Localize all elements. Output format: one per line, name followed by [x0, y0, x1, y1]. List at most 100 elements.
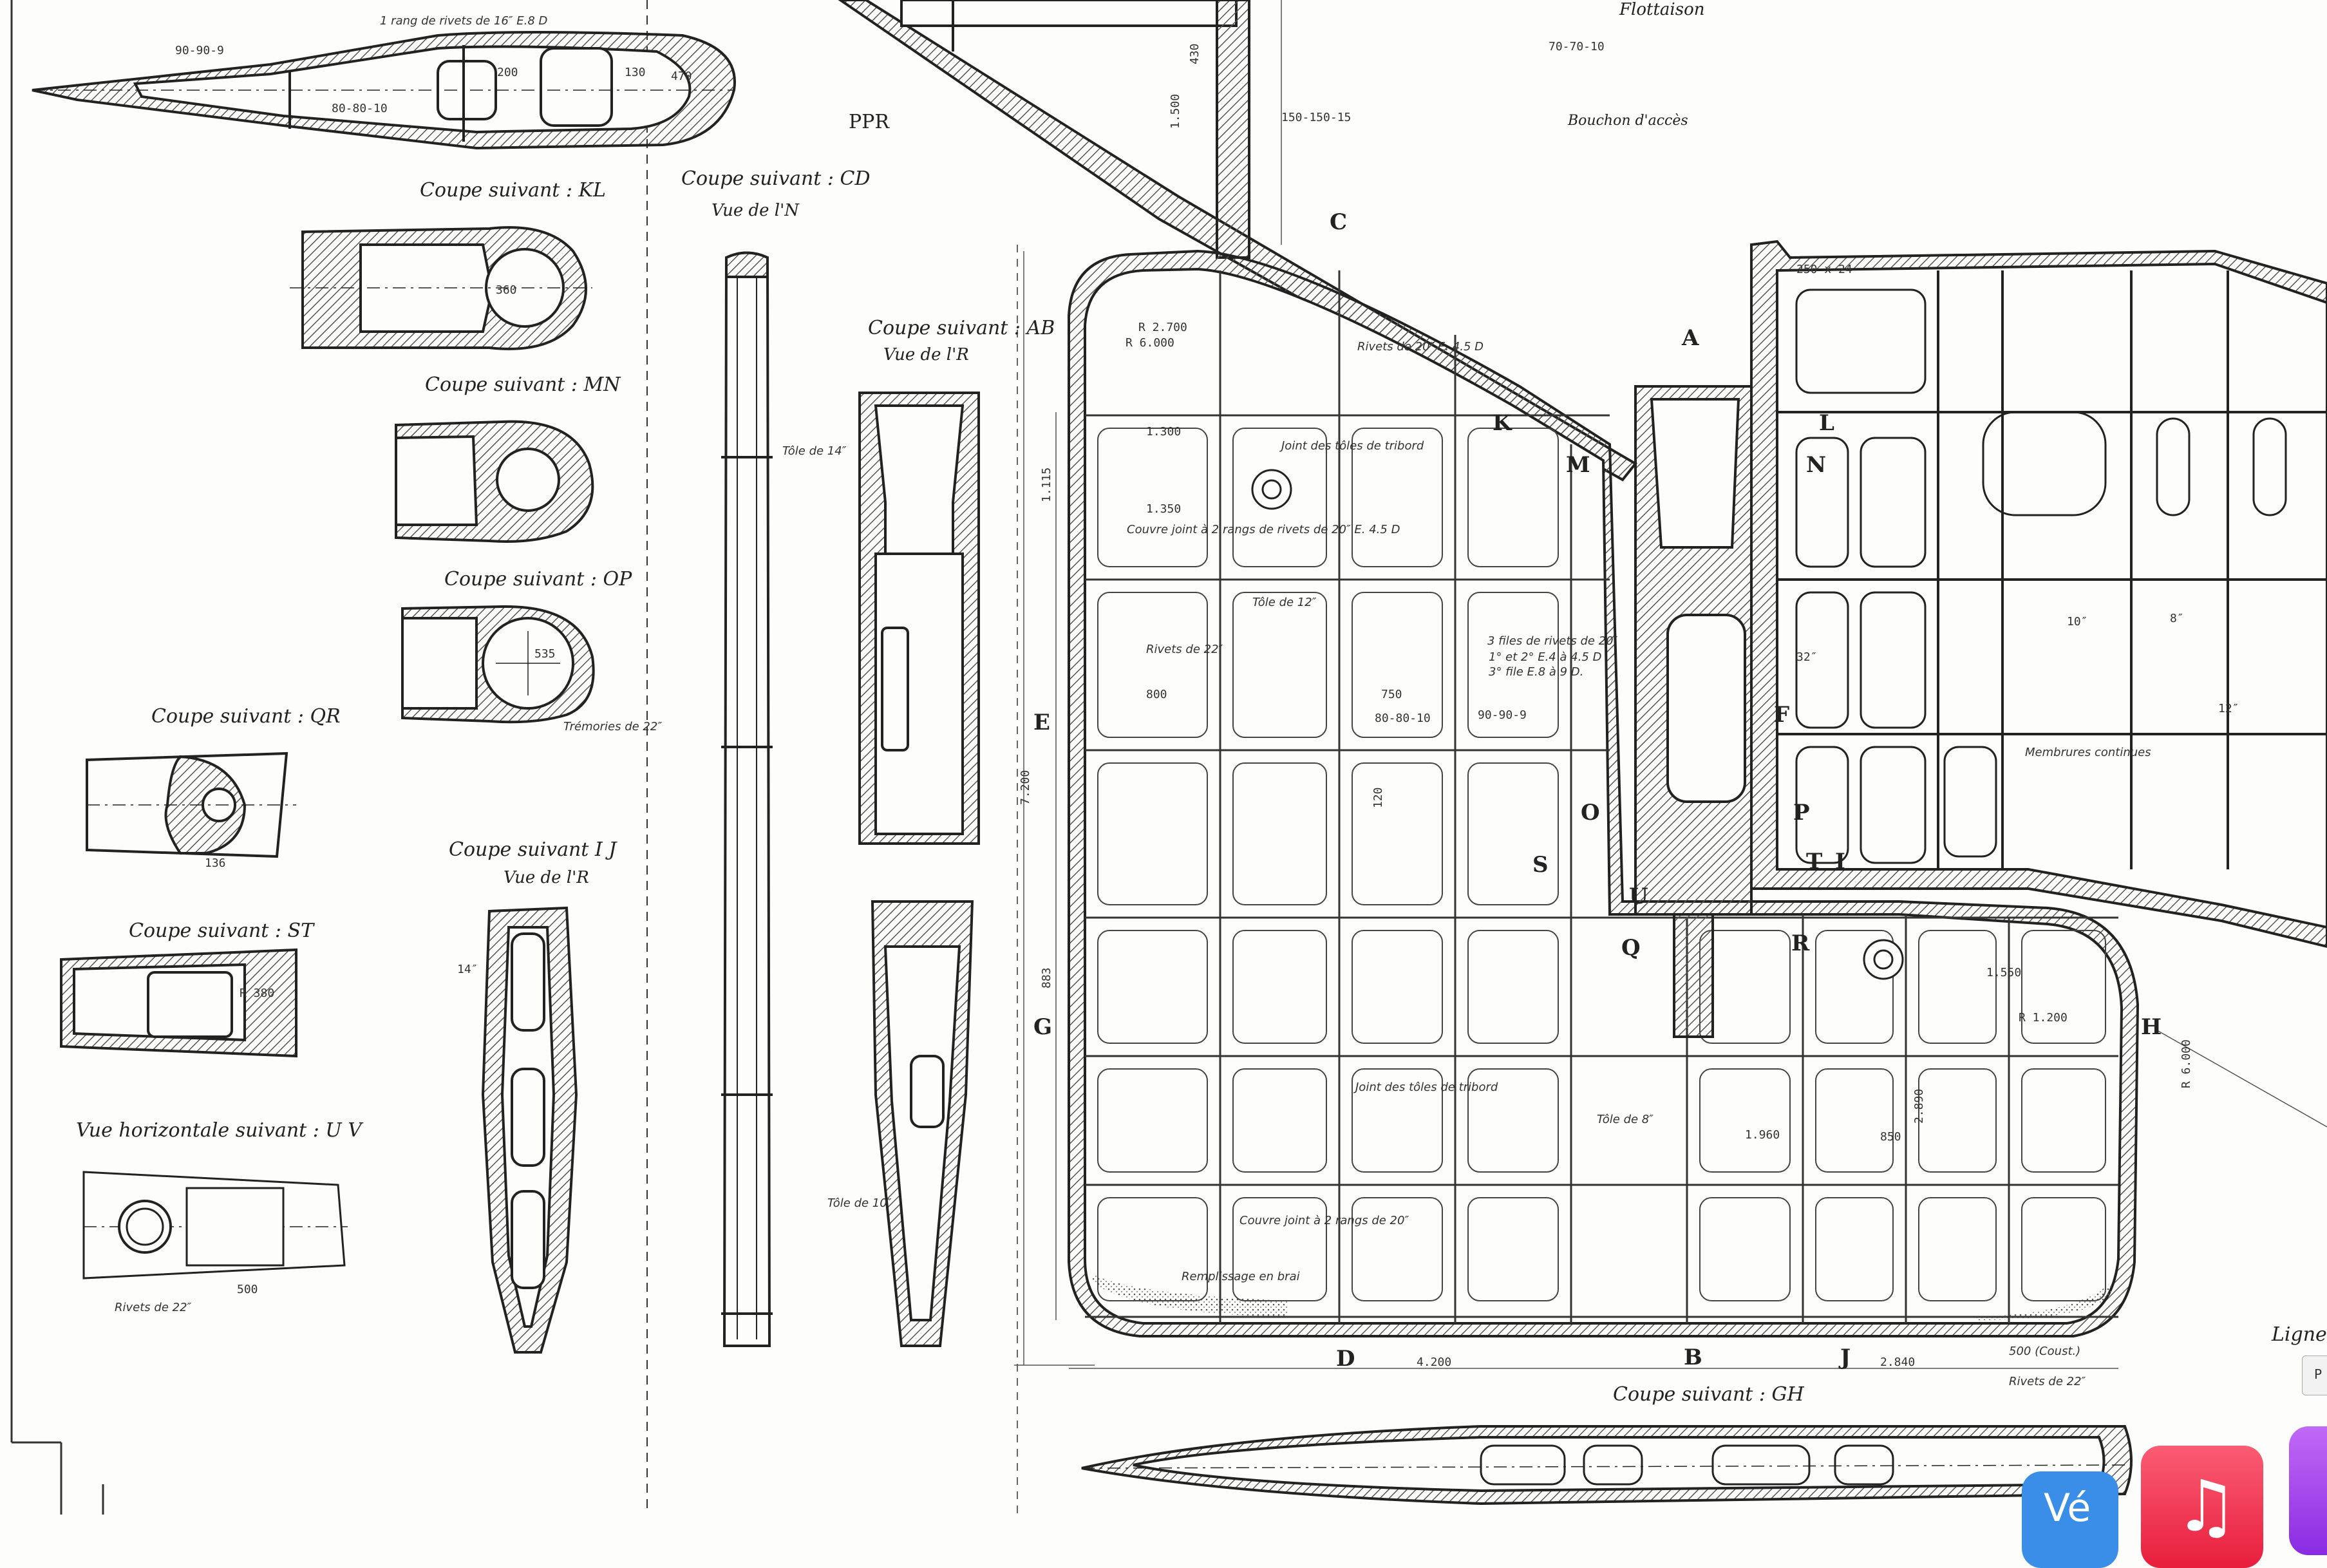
dim-130: 130	[625, 66, 646, 79]
section-kl	[290, 226, 592, 350]
title-mn: Coupe suivant : MN	[425, 373, 621, 396]
dim-12: 12″	[2218, 702, 2239, 715]
dim-4200: 4.200	[1417, 1355, 1452, 1369]
letter-q: Q	[1621, 935, 1641, 961]
label-flottaison: Flottaison	[1619, 0, 1705, 19]
title-ij: Coupe suivant I J	[449, 838, 617, 861]
dim-14-left: 14″	[457, 963, 478, 976]
note-rivets-top: 1 rang de rivets de 16″ E.8 D	[380, 14, 548, 28]
letter-b: B	[1684, 1345, 1702, 1370]
note-couvre-joint-1: Couvre joint à 2 rangs de rivets de 20″ …	[1127, 523, 1400, 536]
note-tremories: Trémories de 22″	[563, 720, 663, 733]
page-frame	[10, 0, 1018, 1515]
title-uv: Vue horizontale suivant : U V	[76, 1119, 362, 1142]
note-tole-10: Tôle de 10″	[827, 1196, 892, 1210]
dim-150-150-15: 150-150-15	[1281, 111, 1352, 124]
dim-1115: 1.115	[1040, 467, 1053, 502]
dim-750: 750	[1381, 688, 1402, 701]
note-rivets-22-b: Rivets de 22″	[2009, 1375, 2086, 1388]
main-section	[1068, 249, 2140, 1337]
section-ij	[481, 906, 578, 1354]
dim-800: 800	[1146, 688, 1167, 701]
view-uv	[82, 1171, 348, 1280]
dim-470: 470	[671, 70, 692, 83]
dim-1350: 1.350	[1146, 502, 1182, 516]
dim-1300: 1.300	[1146, 425, 1182, 439]
dim-1960: 1.960	[1745, 1128, 1780, 1142]
note-files-1-2: 1° et 2° E.4 à 4.5 D	[1489, 650, 1602, 664]
dim-500-uv: 500	[237, 1283, 258, 1296]
note-tole-12: Tôle de 12″	[1252, 596, 1317, 609]
dim-90-90-9-top: 90-90-9	[175, 44, 224, 57]
label-ppr: PPR	[849, 111, 889, 133]
dim-1500: 1.500	[1169, 93, 1182, 129]
title-st: Coupe suivant : ST	[129, 920, 314, 942]
dim-7200: 7.200	[1019, 770, 1032, 805]
letter-p: P	[1793, 800, 1810, 826]
dimension-lines	[1014, 0, 2327, 1369]
letter-o: O	[1581, 800, 1600, 826]
dim-80-80-10-top: 80-80-10	[332, 102, 388, 115]
title-qr: Coupe suivant : QR	[151, 705, 341, 728]
note-joint-tribord-2: Joint des tôles de tribord	[1355, 1081, 1498, 1094]
dock-podcasts-icon[interactable]	[2289, 1426, 2327, 1555]
section-gh	[1081, 1425, 2138, 1506]
dim-1550: 1.550	[1986, 966, 2022, 979]
note-tole-8: Tôle de 8″	[1597, 1113, 1653, 1126]
top-section-wing	[32, 31, 736, 150]
dim-136: 136	[205, 856, 226, 870]
letter-d: D	[1336, 1346, 1355, 1372]
section-qr	[86, 751, 296, 858]
note-couvre-joint-2: Couvre joint à 2 rangs de 20″	[1239, 1214, 1409, 1227]
title-cd: Coupe suivant : CD	[681, 167, 871, 190]
dim-360: 360	[496, 283, 517, 297]
letter-i: I	[1835, 849, 1845, 874]
dim-r6000-right: R 6.000	[2180, 1039, 2193, 1088]
dim-430: 430	[1188, 43, 1201, 64]
letter-n: N	[1806, 452, 1827, 478]
note-rivets-20: Rivets de 20″ E. 4.5 D	[1357, 340, 1484, 354]
title-gh: Coupe suivant : GH	[1613, 1383, 1804, 1406]
letter-a: A	[1682, 325, 1699, 351]
letter-f: F	[1774, 702, 1790, 728]
note-joint-tribord-1: Joint des tôles de tribord	[1281, 439, 1424, 453]
section-st	[60, 948, 297, 1058]
letter-t: T	[1806, 849, 1823, 874]
label-bouchon: Bouchon d'accès	[1568, 113, 1688, 129]
dim-32: 32″	[1796, 650, 1818, 664]
dim-r1200: R 1.200	[2019, 1011, 2068, 1025]
dim-10: 10″	[2067, 615, 2088, 628]
letter-k: K	[1493, 410, 1512, 436]
letter-l: L	[1819, 410, 1834, 436]
note-membrures: Membrures continues	[2025, 746, 2151, 759]
window-peek-tab[interactable]: P	[2302, 1355, 2327, 1395]
title-kl: Coupe suivant : KL	[420, 179, 606, 202]
section-cd	[721, 251, 773, 1347]
section-op	[401, 605, 595, 724]
dim-r6000-left: R 6.000	[1126, 336, 1174, 350]
engineering-drawing	[10, 0, 2327, 1515]
note-tole-14-cd: Tôle de 14″	[782, 444, 847, 458]
note-files-rivets: 3 files de rivets de 20″	[1487, 634, 1618, 648]
letter-u: U	[1629, 883, 1648, 909]
dim-80-80-10-mid: 80-80-10	[1375, 712, 1431, 725]
main-grid-cells	[1097, 428, 2106, 1301]
letter-e: E	[1033, 710, 1050, 735]
dim-r380: R 380	[240, 987, 275, 1000]
letter-j: J	[1840, 1345, 1851, 1370]
dim-883: 883	[1040, 967, 1053, 988]
dim-535: 535	[534, 647, 556, 661]
title-cd-view: Vue de l'N	[711, 201, 800, 220]
dim-120: 120	[1371, 787, 1385, 808]
letter-h: H	[2141, 1014, 2162, 1040]
dock-app-icon[interactable]: Vé	[2022, 1471, 2118, 1568]
title-ab: Coupe suivant : AB	[868, 317, 1055, 339]
letter-s: S	[1532, 852, 1549, 878]
dock-music-icon[interactable]: ♫	[2141, 1446, 2263, 1568]
dim-250x24: 250 x 24	[1796, 263, 1852, 276]
right-frame	[1750, 240, 2327, 949]
letter-c: C	[1330, 209, 1348, 235]
letter-g: G	[1033, 1014, 1053, 1040]
letter-r: R	[1791, 930, 1810, 956]
dim-90-90-9-mid: 90-90-9	[1478, 708, 1527, 722]
